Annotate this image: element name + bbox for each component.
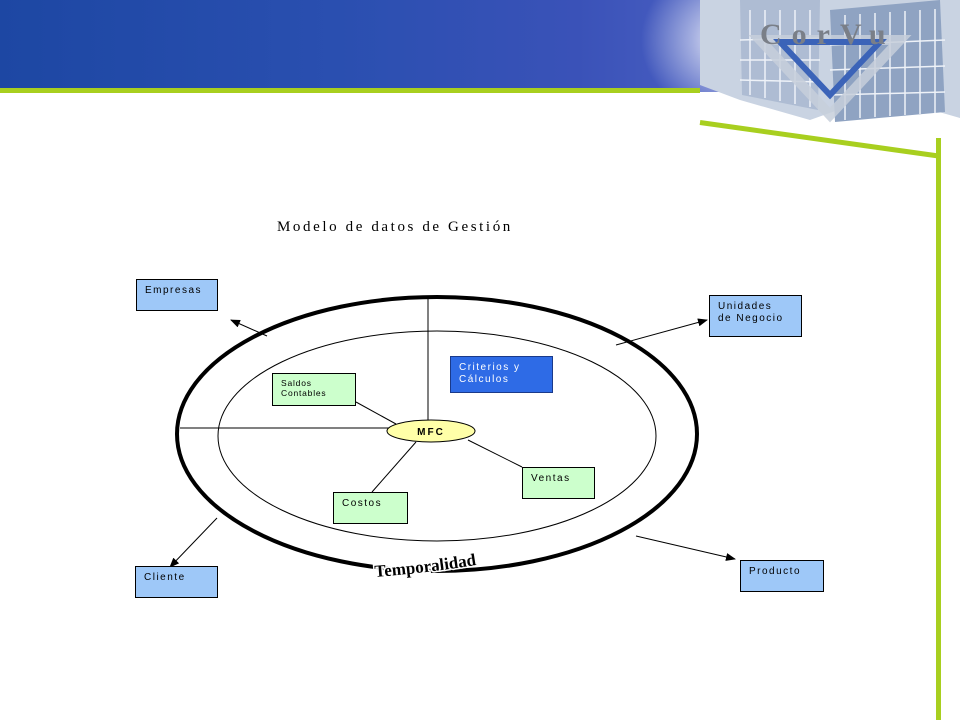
criterios-label-line1: Criterios y	[459, 362, 521, 373]
producto-label: Producto	[749, 566, 802, 577]
empresas-label: Empresas	[145, 285, 203, 296]
criterios-calculos-box: Criterios y Cálculos	[450, 356, 553, 393]
unidades-label-line2: de Negocio	[718, 313, 784, 324]
arrow-producto	[635, 535, 736, 561]
ventas-label: Ventas	[531, 473, 571, 484]
unidades-label-line1: Unidades	[718, 301, 773, 312]
outer-ellipse	[175, 295, 699, 573]
corvu-logo: CorVu	[760, 18, 896, 51]
unidades-negocio-box: Unidades de Negocio	[709, 295, 802, 337]
saldos-label-line2: Contables	[281, 388, 327, 398]
spoke-saldos	[355, 401, 397, 425]
arrow-unidades	[615, 318, 708, 346]
saldos-contables-box: Saldos Contables	[272, 373, 356, 406]
ventas-box: Ventas	[522, 467, 595, 499]
cliente-box: Cliente	[135, 566, 218, 598]
arrow-empresas	[230, 319, 268, 337]
center-node	[386, 419, 476, 443]
spoke-costos	[371, 441, 417, 493]
cliente-label: Cliente	[144, 572, 186, 583]
ring-label: Temporalidad	[374, 550, 478, 581]
costos-label: Costos	[342, 498, 383, 509]
empresas-box: Empresas	[136, 279, 218, 311]
center-label: MFC	[417, 427, 445, 438]
criterios-label-line2: Cálculos	[459, 374, 510, 385]
arrow-cliente	[169, 517, 218, 568]
saldos-label-line1: Saldos	[281, 378, 312, 388]
inner-ellipse	[217, 330, 657, 542]
ring-label-path: Temporalidad	[372, 549, 479, 583]
costos-box: Costos	[333, 492, 408, 524]
building-graphic	[700, 0, 960, 123]
header-accent-line	[0, 88, 700, 93]
producto-box: Producto	[740, 560, 824, 592]
diagram-title: Modelo de datos de Gestión	[277, 219, 513, 235]
spoke-ventas	[467, 439, 523, 468]
right-accent-line	[936, 138, 941, 720]
